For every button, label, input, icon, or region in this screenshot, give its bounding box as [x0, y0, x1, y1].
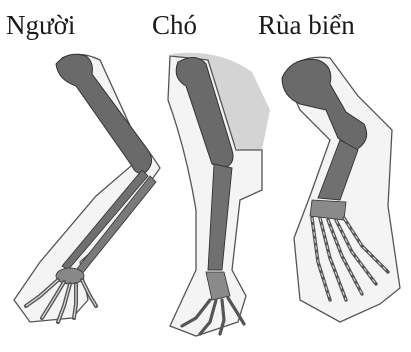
turtle-carpal-bones — [310, 200, 346, 220]
turtle-flipper — [282, 57, 400, 322]
human-arm — [14, 54, 160, 322]
dog-forelimb — [168, 53, 270, 336]
human-carpal-bones — [56, 268, 84, 284]
